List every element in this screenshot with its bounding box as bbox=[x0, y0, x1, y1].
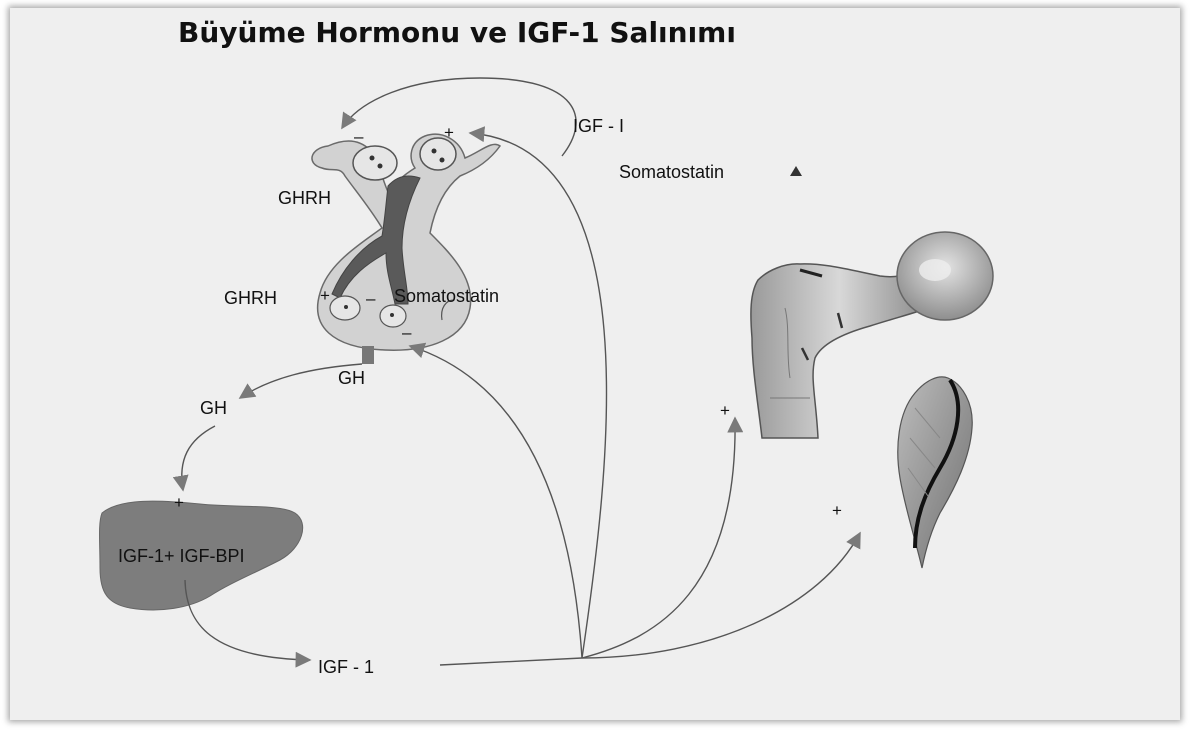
somatostatin-top-label: Somatostatin bbox=[619, 162, 724, 182]
slide: Büyüme Hormonu ve IGF-1 Salınımı bbox=[10, 8, 1180, 720]
minus-sign: – bbox=[402, 323, 412, 342]
somatostatin-mid-label: Somatostatin bbox=[394, 286, 499, 306]
triangle-marker-icon bbox=[790, 166, 802, 176]
minus-sign: – bbox=[366, 289, 376, 308]
gh-left-label: GH bbox=[200, 398, 227, 418]
igf-to-muscle-arrow bbox=[582, 533, 860, 658]
hormone-feedback-diagram: IGF - I Somatostatin GHRH GHRH Somatosta… bbox=[10, 8, 1180, 720]
plus-sign: + bbox=[320, 286, 330, 305]
plus-sign: + bbox=[174, 493, 184, 512]
liver-label: IGF-1+ IGF-BPI bbox=[118, 546, 245, 566]
plus-sign: + bbox=[832, 501, 842, 520]
gh-to-liver-arrow bbox=[182, 426, 215, 490]
igf-main-line bbox=[440, 658, 582, 665]
minus-sign: – bbox=[354, 127, 364, 146]
plus-sign: + bbox=[444, 123, 454, 142]
igf-to-pituitary-arrow bbox=[410, 346, 582, 658]
igf-bottom-label: IGF - 1 bbox=[318, 657, 374, 677]
ghrh-lower-label: GHRH bbox=[224, 288, 277, 308]
feedback-arc-arrow bbox=[342, 78, 576, 156]
plus-sign: + bbox=[720, 401, 730, 420]
ghrh-upper-label: GHRH bbox=[278, 188, 331, 208]
muscle-illustration bbox=[898, 377, 972, 568]
gh-pituitary-label: GH bbox=[338, 368, 365, 388]
igf-top-label: IGF - I bbox=[573, 116, 624, 136]
